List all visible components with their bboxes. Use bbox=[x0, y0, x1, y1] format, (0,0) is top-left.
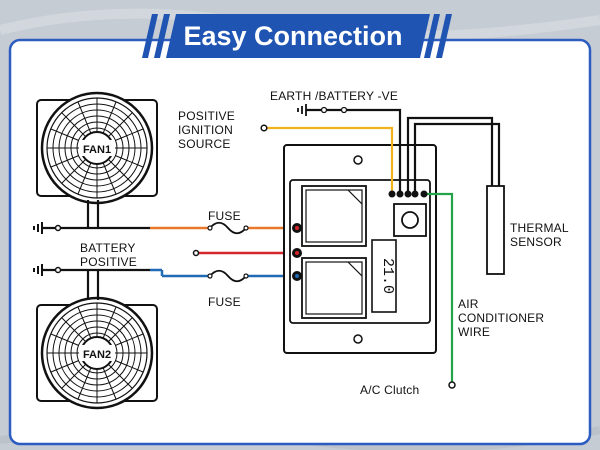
ignition-label-2: IGNITION bbox=[178, 123, 233, 137]
earth-label: EARTH /BATTERY -VE bbox=[270, 89, 398, 103]
fan2-label: FAN2 bbox=[83, 349, 111, 361]
thermal-label-1: THERMAL bbox=[510, 221, 569, 235]
ground-icon-left bbox=[33, 222, 43, 276]
fan1-label: FAN1 bbox=[83, 144, 111, 156]
battery-label-1: BATTERY bbox=[80, 241, 136, 255]
controller-display: 21.0 bbox=[379, 258, 396, 294]
fan2-icon bbox=[35, 296, 159, 410]
fuse-bottom-icon bbox=[209, 269, 247, 283]
aircon-label-2: CONDITIONER bbox=[458, 311, 544, 325]
fuse-top-label: FUSE bbox=[208, 209, 241, 223]
ignition-label-3: SOURCE bbox=[178, 137, 231, 151]
aircon-label-3: WIRE bbox=[458, 325, 490, 339]
ignition-label-1: POSITIVE bbox=[178, 109, 235, 123]
connector-wires bbox=[264, 108, 501, 384]
controller-terminals bbox=[292, 223, 302, 281]
aircon-label-1: AIR bbox=[458, 297, 479, 311]
terminal-dots-left bbox=[54, 224, 62, 274]
ignition-terminal bbox=[260, 124, 268, 132]
fuse-bottom-label: FUSE bbox=[208, 295, 241, 309]
fan1-icon bbox=[35, 91, 159, 205]
clutch-label: A/C Clutch bbox=[360, 383, 419, 397]
thermal-sensor-icon bbox=[486, 185, 505, 275]
page-title: Easy Connection bbox=[183, 21, 402, 51]
fuse-top-icon bbox=[209, 221, 247, 235]
fan-controller: 21.0 bbox=[283, 144, 437, 354]
connector-pins bbox=[388, 190, 428, 198]
battery-label-2: POSITIVE bbox=[80, 255, 137, 269]
title-banner: Easy Connection bbox=[142, 14, 452, 58]
earth-icon bbox=[297, 104, 307, 116]
ac-clutch-terminal bbox=[448, 381, 456, 389]
thermal-label-2: SENSOR bbox=[510, 235, 562, 249]
